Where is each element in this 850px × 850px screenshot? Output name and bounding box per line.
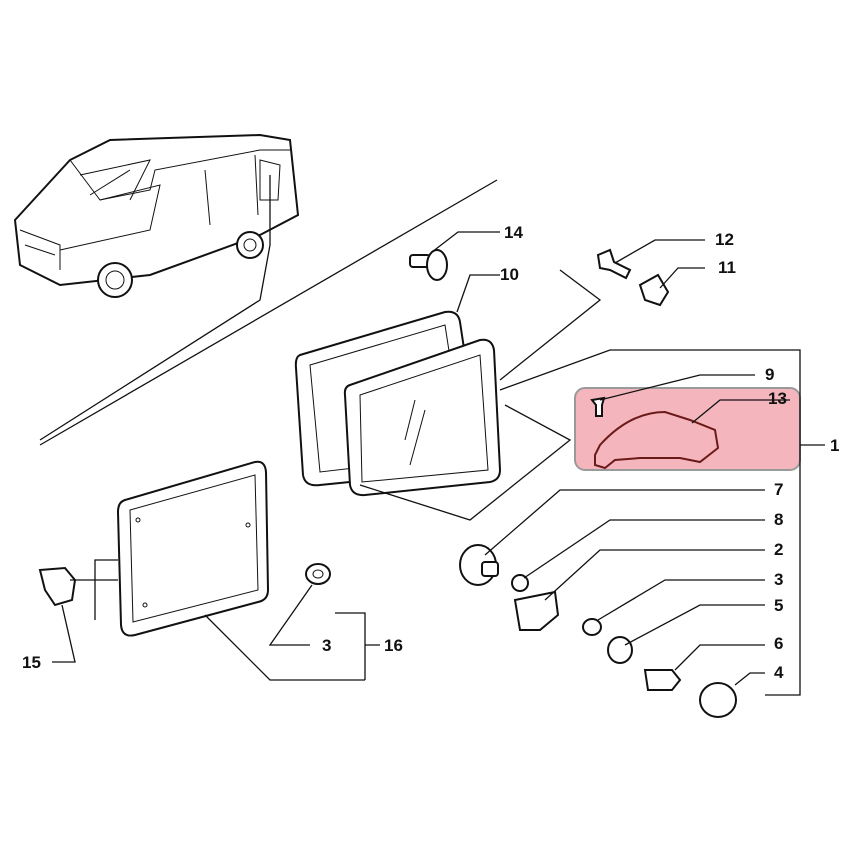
separator-line xyxy=(39,179,498,446)
callout-12: 12 xyxy=(715,230,734,249)
callout-13: 13 xyxy=(768,389,787,408)
callout-9: 9 xyxy=(765,365,774,384)
side-panel xyxy=(116,460,270,637)
bolt-12 xyxy=(596,248,632,280)
callout-11: 11 xyxy=(718,258,736,277)
callout-6: 6 xyxy=(774,634,783,653)
callout-8: 8 xyxy=(774,510,783,529)
leader-lines xyxy=(52,231,825,696)
callout-1: 1 xyxy=(830,436,839,455)
callout-3: 3 xyxy=(774,570,783,589)
callout-5: 5 xyxy=(774,596,783,615)
fastener-14 xyxy=(409,249,448,281)
vehicle-illustration xyxy=(13,133,300,441)
hinge-13 xyxy=(594,410,720,470)
pin-9 xyxy=(590,396,606,417)
callout-10: 10 xyxy=(500,265,519,284)
callout-3-lower: 3 xyxy=(322,636,331,655)
clip-15 xyxy=(38,566,77,607)
callout-14: 14 xyxy=(504,223,523,242)
nut-11 xyxy=(638,273,670,307)
callout-15: 15 xyxy=(22,653,41,672)
callout-2: 2 xyxy=(774,540,783,559)
small-parts xyxy=(305,544,737,718)
callout-16: 16 xyxy=(384,636,403,655)
callout-7: 7 xyxy=(774,480,783,499)
callout-4: 4 xyxy=(774,663,784,682)
window-glass-assembly xyxy=(294,310,502,497)
